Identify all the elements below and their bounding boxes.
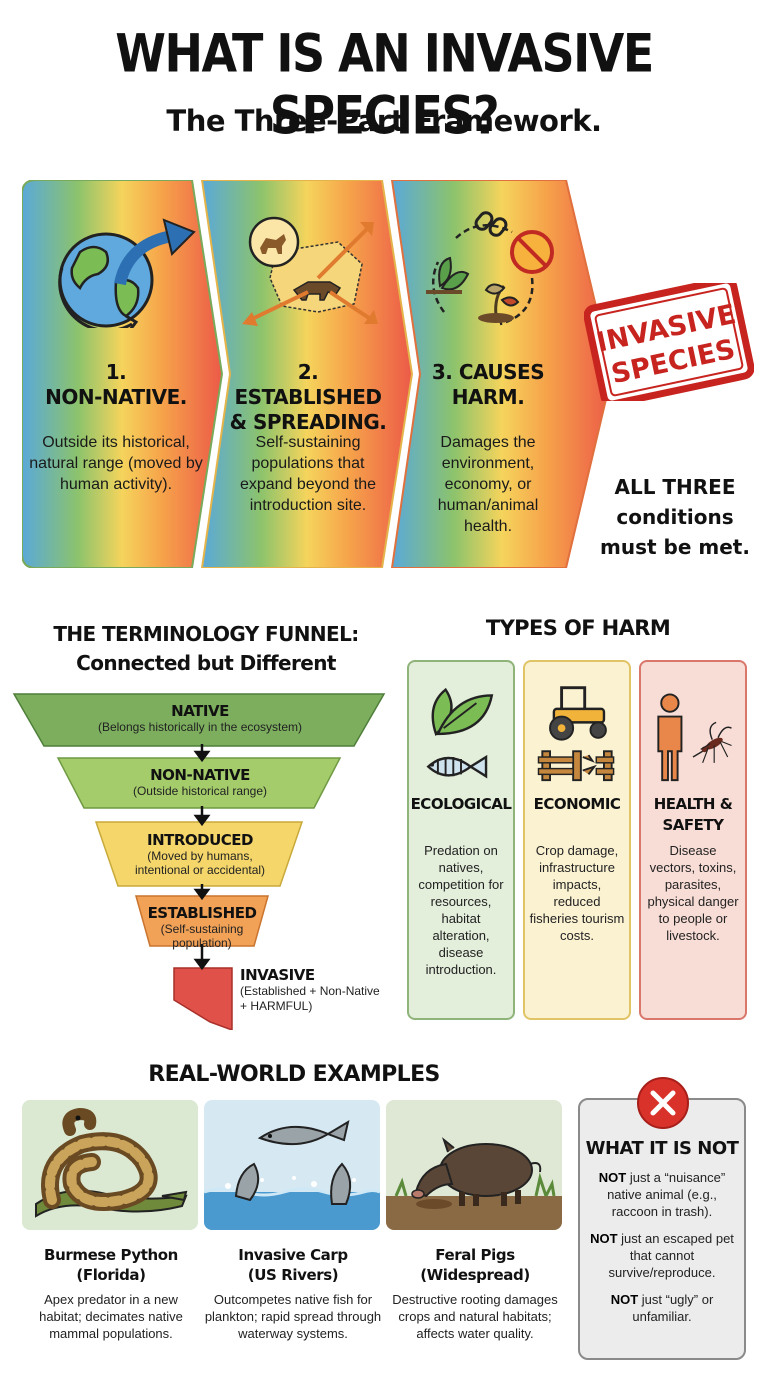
not-item-1-text: just a “nuisance” native animal (e.g., r…	[607, 1170, 726, 1219]
all-three-note: ALL THREE conditions must be met.	[590, 472, 760, 562]
not-item: NOT just “ugly” or unfamiliar.	[586, 1291, 738, 1325]
examples-title: REAL-WORLD EXAMPLES	[148, 1062, 440, 1087]
harm-card-ecological: ECOLOGICAL Predation on natives, competi…	[407, 660, 515, 1020]
funnel-native-desc: (Belongs historically in the ecosystem)	[97, 720, 303, 734]
funnel-title: THE TERMINOLOGY FUNNEL: Connected but Di…	[16, 620, 396, 678]
funnel-level-non-native	[56, 757, 342, 809]
harm-title: TYPES OF HARM	[485, 616, 671, 640]
example-python-location: (Florida)	[76, 1266, 146, 1284]
funnel-label-native: NATIVE (Belongs historically in the ecos…	[40, 702, 360, 734]
example-python-name: Burmese Python	[44, 1246, 178, 1264]
what-it-is-not-title: WHAT IT IS NOT	[585, 1138, 739, 1159]
not-item-3-bold: NOT	[610, 1292, 639, 1307]
example-carp-desc: Outcompetes native fish for plankton; ra…	[204, 1292, 382, 1341]
funnel-introduced-desc-1: (Moved by humans,	[147, 849, 253, 863]
funnel-title-line2: Connected but Different	[76, 651, 336, 675]
example-pigs-name: Feral Pigs	[435, 1246, 515, 1264]
harm-health-title-2: SAFETY	[662, 816, 725, 834]
page-subtitle: The Three-Part Framework.	[166, 104, 602, 138]
step-2-title-line2: & SPREADING.	[229, 410, 387, 434]
funnel-invasive-desc-1: (Established + Non-Native	[240, 984, 380, 998]
terminology-funnel	[12, 693, 386, 1030]
all-three-line2: conditions	[616, 505, 734, 529]
step-3-description: Damages the environment, economy, or hum…	[437, 434, 539, 535]
funnel-non-native-desc: (Outside historical range)	[132, 784, 268, 798]
not-item-2-bold: NOT	[590, 1231, 618, 1246]
not-item-2-text: just an escaped pet that cannot survive/…	[608, 1231, 734, 1280]
example-feral-pigs: Feral Pigs (Widespread) Destructive rooti…	[386, 1100, 564, 1342]
funnel-arrows	[193, 744, 211, 971]
not-item-1-bold: NOT	[598, 1170, 627, 1185]
framework-step-non-native: 1.NON-NATIVE. Outside its historical, na…	[22, 180, 210, 568]
example-carp-name: Invasive Carp	[238, 1246, 348, 1264]
step-3-title-line1: 3. CAUSES	[431, 360, 545, 384]
not-item: NOT just an escaped pet that cannot surv…	[586, 1230, 738, 1281]
harm-health-title-1: HEALTH &	[653, 795, 733, 813]
example-python-desc: Apex predator in a new habitat; decimate…	[39, 1292, 183, 1341]
funnel-level-introduced	[94, 821, 304, 887]
step-3-title-line2: HARM.	[451, 385, 525, 409]
funnel-label-established: ESTABLISHED (Self-sustaining population)	[134, 904, 270, 950]
step-1-title: NON-NATIVE.	[45, 385, 187, 409]
not-item-3-text: just “ugly” or unfamiliar.	[632, 1292, 714, 1324]
harm-economic-title: ECONOMIC	[533, 795, 621, 813]
funnel-label-introduced: INTRODUCED (Moved by humans, intentional…	[100, 831, 300, 877]
funnel-level-native	[12, 693, 386, 747]
python-alligator-illustration	[22, 1100, 198, 1230]
funnel-invasive-desc-2: + HARMFUL)	[240, 999, 313, 1013]
three-part-framework: 1.NON-NATIVE. Outside its historical, na…	[22, 180, 612, 568]
step-1-number: 1.	[105, 360, 127, 384]
not-item: NOT just a “nuisance” native animal (e.g…	[586, 1169, 738, 1220]
funnel-native-name: NATIVE	[171, 702, 229, 720]
broken-cycle-icon	[426, 211, 554, 326]
funnel-label-invasive: INVASIVE (Established + Non-Native + HAR…	[240, 966, 400, 1014]
invasive-species-stamp: INVASIVE SPECIES	[584, 283, 754, 401]
all-three-line3: must be met.	[600, 535, 750, 559]
funnel-label-non-native: NON-NATIVE (Outside historical range)	[60, 766, 340, 798]
funnel-established-name: ESTABLISHED	[147, 904, 257, 922]
funnel-invasive-name: INVASIVE	[240, 966, 315, 984]
feral-pig-illustration	[386, 1100, 562, 1230]
funnel-non-native-name: NON-NATIVE	[150, 766, 250, 784]
step-2-description: Self-sustaining populations that expand …	[239, 434, 377, 514]
example-pigs-desc: Destructive rooting damages crops and na…	[392, 1292, 558, 1341]
all-three-line1: ALL THREE	[614, 475, 736, 499]
step-1-description: Outside its historical, natural range (m…	[29, 434, 203, 493]
funnel-introduced-name: INTRODUCED	[146, 831, 254, 849]
what-it-is-not-box: WHAT IT IS NOT NOT just a “nuisance” nat…	[578, 1098, 746, 1360]
harm-card-health: HEALTH & SAFETY Disease vectors, toxins, …	[639, 660, 747, 1020]
example-pigs-location: (Widespread)	[420, 1266, 530, 1284]
leaf-fish-icon	[426, 687, 494, 779]
harm-ecological-desc: Predation on natives, competition for re…	[418, 843, 504, 977]
funnel-title-line1: THE TERMINOLOGY FUNNEL:	[53, 622, 359, 646]
red-x-icon	[637, 1077, 689, 1129]
tractor-fence-icon	[537, 686, 615, 782]
funnel-introduced-desc-2: intentional or accidental)	[134, 863, 266, 877]
funnel-level-established	[135, 895, 269, 947]
example-invasive-carp: Invasive Carp (US Rivers) Outcompetes nat…	[203, 1100, 382, 1342]
framework-step-established: 2. ESTABLISHED& SPREADING. Self-sustaini…	[222, 180, 394, 568]
step-2-title-line1: 2. ESTABLISHED	[234, 360, 382, 409]
globe-arrow-icon	[58, 218, 196, 328]
harm-ecological-title: ECOLOGICAL	[410, 795, 512, 813]
spreading-map-icon	[242, 216, 378, 326]
funnel-established-desc-1: (Self-sustaining	[160, 922, 244, 936]
harm-economic-desc: Crop damage, infrastructure impacts, red…	[529, 843, 625, 943]
harm-card-economic: ECONOMIC Crop damage, infrastructure imp…	[523, 660, 631, 1020]
harm-health-desc: Disease vectors, toxins, parasites, phys…	[647, 843, 739, 943]
example-carp-location: (US Rivers)	[247, 1266, 339, 1284]
person-mosquito-icon	[657, 693, 732, 782]
leaping-carp-illustration	[203, 1100, 381, 1230]
page-title: WHAT IS AN INVASIVE SPECIES?	[115, 21, 654, 147]
funnel-level-invasive	[173, 967, 233, 1030]
funnel-established-desc-2: population)	[172, 936, 232, 950]
example-burmese-python: Burmese Python (Florida) Apex predator in…	[22, 1100, 200, 1342]
